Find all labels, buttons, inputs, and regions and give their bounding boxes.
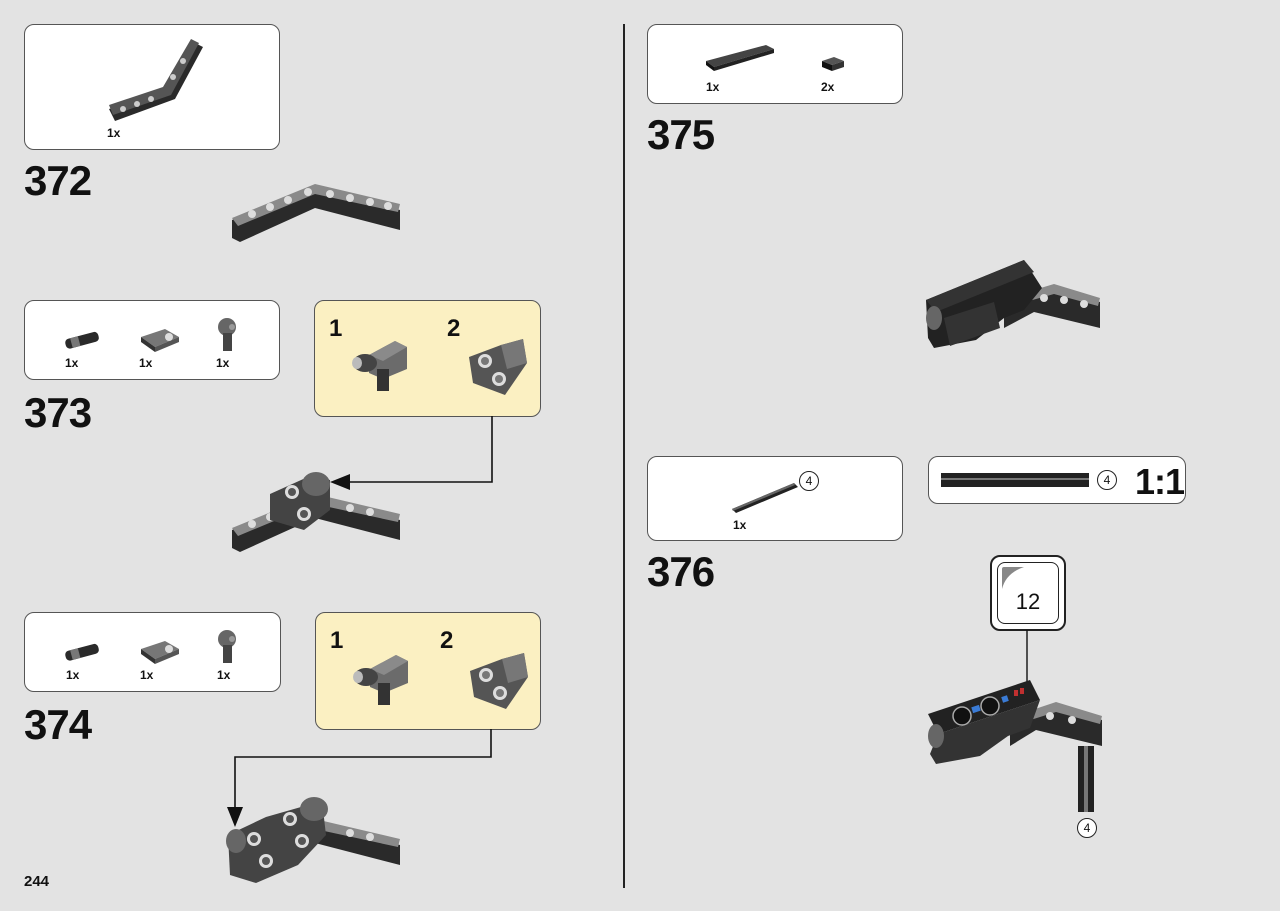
model-beam-double-connector-illustration: [226, 797, 400, 883]
subassembly-pin-illustration: [352, 341, 407, 391]
part-qty: 1x: [216, 356, 230, 370]
part-qty: 1x: [217, 668, 231, 682]
substep-number: 2: [447, 315, 461, 342]
length-indicator: 4: [1077, 818, 1097, 838]
part-qty: 1x: [140, 668, 154, 682]
axle-scale-illustration: [941, 473, 1089, 487]
sticker-number: 12: [1015, 589, 1041, 614]
parts-box-374: 1x 1x 1x: [24, 612, 281, 692]
parts-box-372: 1x: [24, 24, 280, 150]
step-number: 373: [24, 389, 92, 436]
model-dashboard-assembly-illustration: [928, 680, 1102, 812]
subassembly-plate-illustration: [470, 653, 528, 709]
substep-number: 1: [330, 627, 344, 654]
part-qty: 1x: [139, 356, 153, 370]
bent-beam-icon: [109, 39, 203, 121]
subassembly-plate-illustration: [469, 339, 527, 395]
sticker-peel-icon: [1002, 567, 1024, 589]
part-qty: 1x: [65, 356, 79, 370]
axle-pin-icon: [65, 331, 99, 349]
plate-hole-icon: [141, 641, 179, 664]
column-divider: [623, 24, 625, 888]
substep-number: 2: [440, 627, 454, 654]
parts-box-375: 1x 2x: [647, 24, 903, 104]
length-indicator: 4: [1097, 470, 1117, 490]
sticker-leader-line: [1026, 630, 1028, 686]
step-number: 375: [647, 111, 715, 158]
subassembly-box-374: 1 2: [315, 612, 541, 730]
page-number: 244: [24, 873, 50, 890]
scale-box: 4 1:1: [928, 456, 1186, 504]
parts-box-376: 4 1x: [647, 456, 903, 541]
pin-connector-icon: [218, 630, 236, 663]
parts-box-373: 1x 1x 1x: [24, 300, 280, 380]
sticker-sheet-icon: 12: [997, 562, 1059, 624]
part-qty: 1x: [107, 126, 121, 140]
plate-hole-icon: [141, 329, 179, 352]
model-tiled-assembly-illustration: [926, 260, 1100, 348]
step-number: 372: [24, 157, 92, 204]
part-qty: 1x: [733, 518, 747, 532]
part-qty: 1x: [706, 80, 720, 94]
model-bent-beam-illustration: [232, 184, 400, 242]
length-indicator: 4: [799, 471, 819, 491]
step-number: 376: [647, 548, 715, 595]
substep-number: 1: [329, 315, 343, 342]
axle-pin-icon: [65, 643, 99, 661]
callout-arrow: [227, 729, 492, 827]
scale-ratio: 1:1: [1135, 461, 1185, 502]
step-number: 374: [24, 701, 92, 748]
subassembly-box-373: 1 2: [314, 300, 541, 417]
sticker-callout: 12: [990, 555, 1066, 631]
part-qty: 1x: [66, 668, 80, 682]
pin-connector-icon: [218, 318, 236, 351]
axle-icon: [732, 483, 798, 513]
part-qty: 2x: [821, 80, 835, 94]
callout-arrow: [330, 416, 493, 490]
tile-small-icon: [822, 57, 844, 71]
subassembly-pin-illustration: [353, 655, 408, 705]
tile-long-icon: [706, 45, 774, 71]
model-beam-connector-illustration: [232, 472, 400, 552]
